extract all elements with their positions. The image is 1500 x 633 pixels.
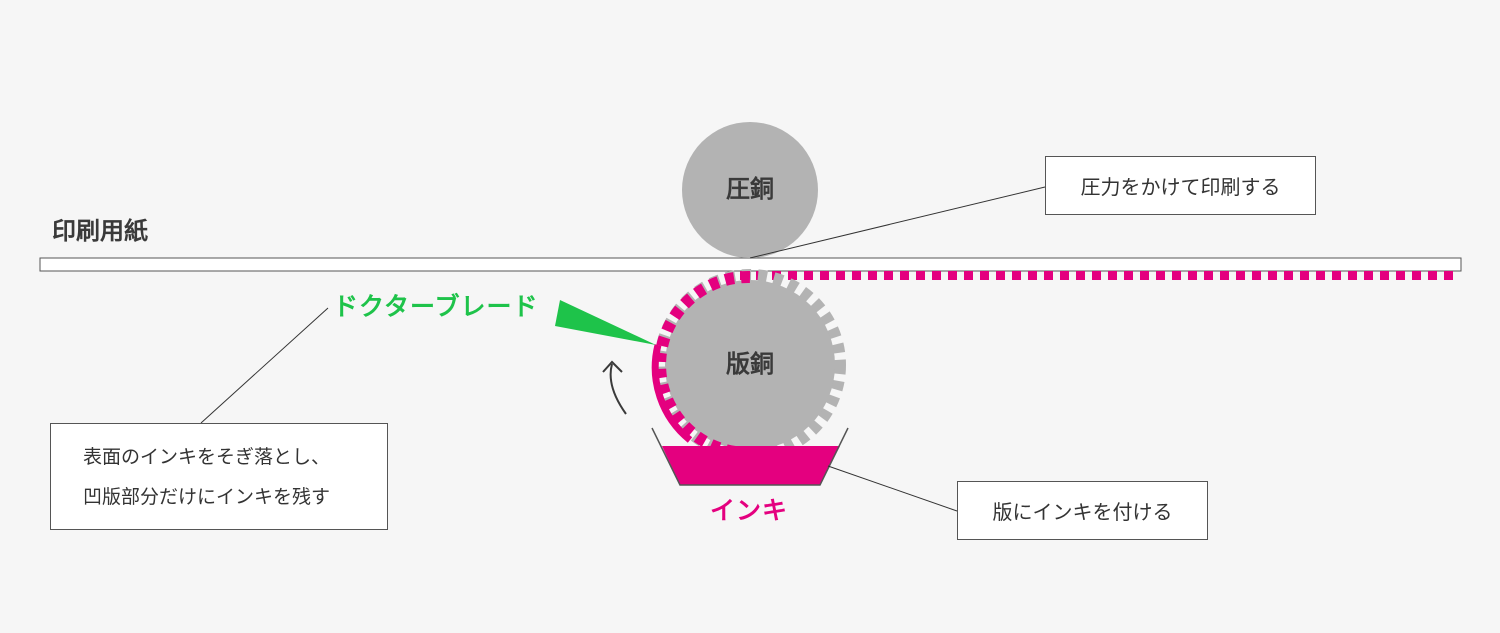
ink-dot [1332, 271, 1341, 280]
doctor-blade-label: ドクターブレード [333, 292, 539, 321]
paper-label: 印刷用紙 [52, 217, 148, 245]
ink-dot [1236, 271, 1245, 280]
ink-dot [836, 271, 845, 280]
ink-dot [1092, 271, 1101, 280]
apply-ink-callout: 版にインキを付ける [957, 481, 1208, 540]
ink-tray [651, 427, 849, 486]
ink-dot [1076, 271, 1085, 280]
ink-dot [980, 271, 989, 280]
ink-dot [1428, 271, 1437, 280]
ink-dot [788, 271, 797, 280]
ink-dot [1284, 271, 1293, 280]
doctor-callout-line2: 凹版部分だけにインキを残す [83, 485, 331, 508]
ink-dot [1252, 271, 1261, 280]
plate-cylinder [665, 280, 835, 450]
impression-cylinder [682, 122, 818, 258]
ink-dot [1124, 271, 1133, 280]
leader-pressure [749, 186, 1046, 259]
apply-ink-callout-text: 版にインキを付ける [992, 500, 1173, 524]
ink-dot [996, 271, 1005, 280]
ink-dot [932, 271, 941, 280]
ink-dot [1204, 271, 1213, 280]
ink-dot [884, 271, 893, 280]
leader-doctor [200, 307, 329, 424]
ink-dot [1012, 271, 1021, 280]
inked-cells-arc [654, 270, 751, 458]
ink-dot [1380, 271, 1389, 280]
ink-dot [1188, 271, 1197, 280]
ink-dot [916, 271, 925, 280]
impression-cylinder-label: 圧銅 [726, 175, 774, 203]
curved-arrow-up-icon [602, 360, 627, 415]
ink-label: インキ [710, 496, 789, 525]
ink-dot [1316, 271, 1325, 280]
ink-dot [1060, 271, 1069, 280]
ink-dot [1364, 271, 1373, 280]
doctor-blade-callout: 表面のインキをそぎ落とし、 凹版部分だけにインキを残す [50, 423, 388, 530]
plate-cylinder-label: 版銅 [726, 350, 774, 378]
ink-dot [1300, 271, 1309, 280]
ink-dot [900, 271, 909, 280]
ink-dot [1156, 271, 1165, 280]
ink-dot [1348, 271, 1357, 280]
doctor-blade [555, 300, 656, 345]
ink-dot [868, 271, 877, 280]
doctor-callout-line1: 表面のインキをそぎ落とし、 [83, 445, 331, 468]
ink-dot [852, 271, 861, 280]
ink-dot [1396, 271, 1405, 280]
ink-dot [804, 271, 813, 280]
ink-dot [820, 271, 829, 280]
ink-dot [1044, 271, 1053, 280]
ink-film [651, 344, 693, 443]
ink-tray-liquid [662, 446, 840, 485]
ink-dot [1412, 271, 1421, 280]
ink-dot [964, 271, 973, 280]
leader-apply-ink [827, 465, 958, 512]
ink-dot [1108, 271, 1117, 280]
ink-dot [1140, 271, 1149, 280]
ink-dot [1028, 271, 1037, 280]
ink-dot [1172, 271, 1181, 280]
pressure-callout-text: 圧力をかけて印刷する [1080, 175, 1281, 199]
ink-dot [1444, 271, 1453, 280]
printed-ink-dots [740, 271, 1453, 280]
ink-dot [1220, 271, 1229, 280]
ink-dot [948, 271, 957, 280]
ink-dot [1268, 271, 1277, 280]
pressure-callout: 圧力をかけて印刷する [1045, 156, 1316, 215]
